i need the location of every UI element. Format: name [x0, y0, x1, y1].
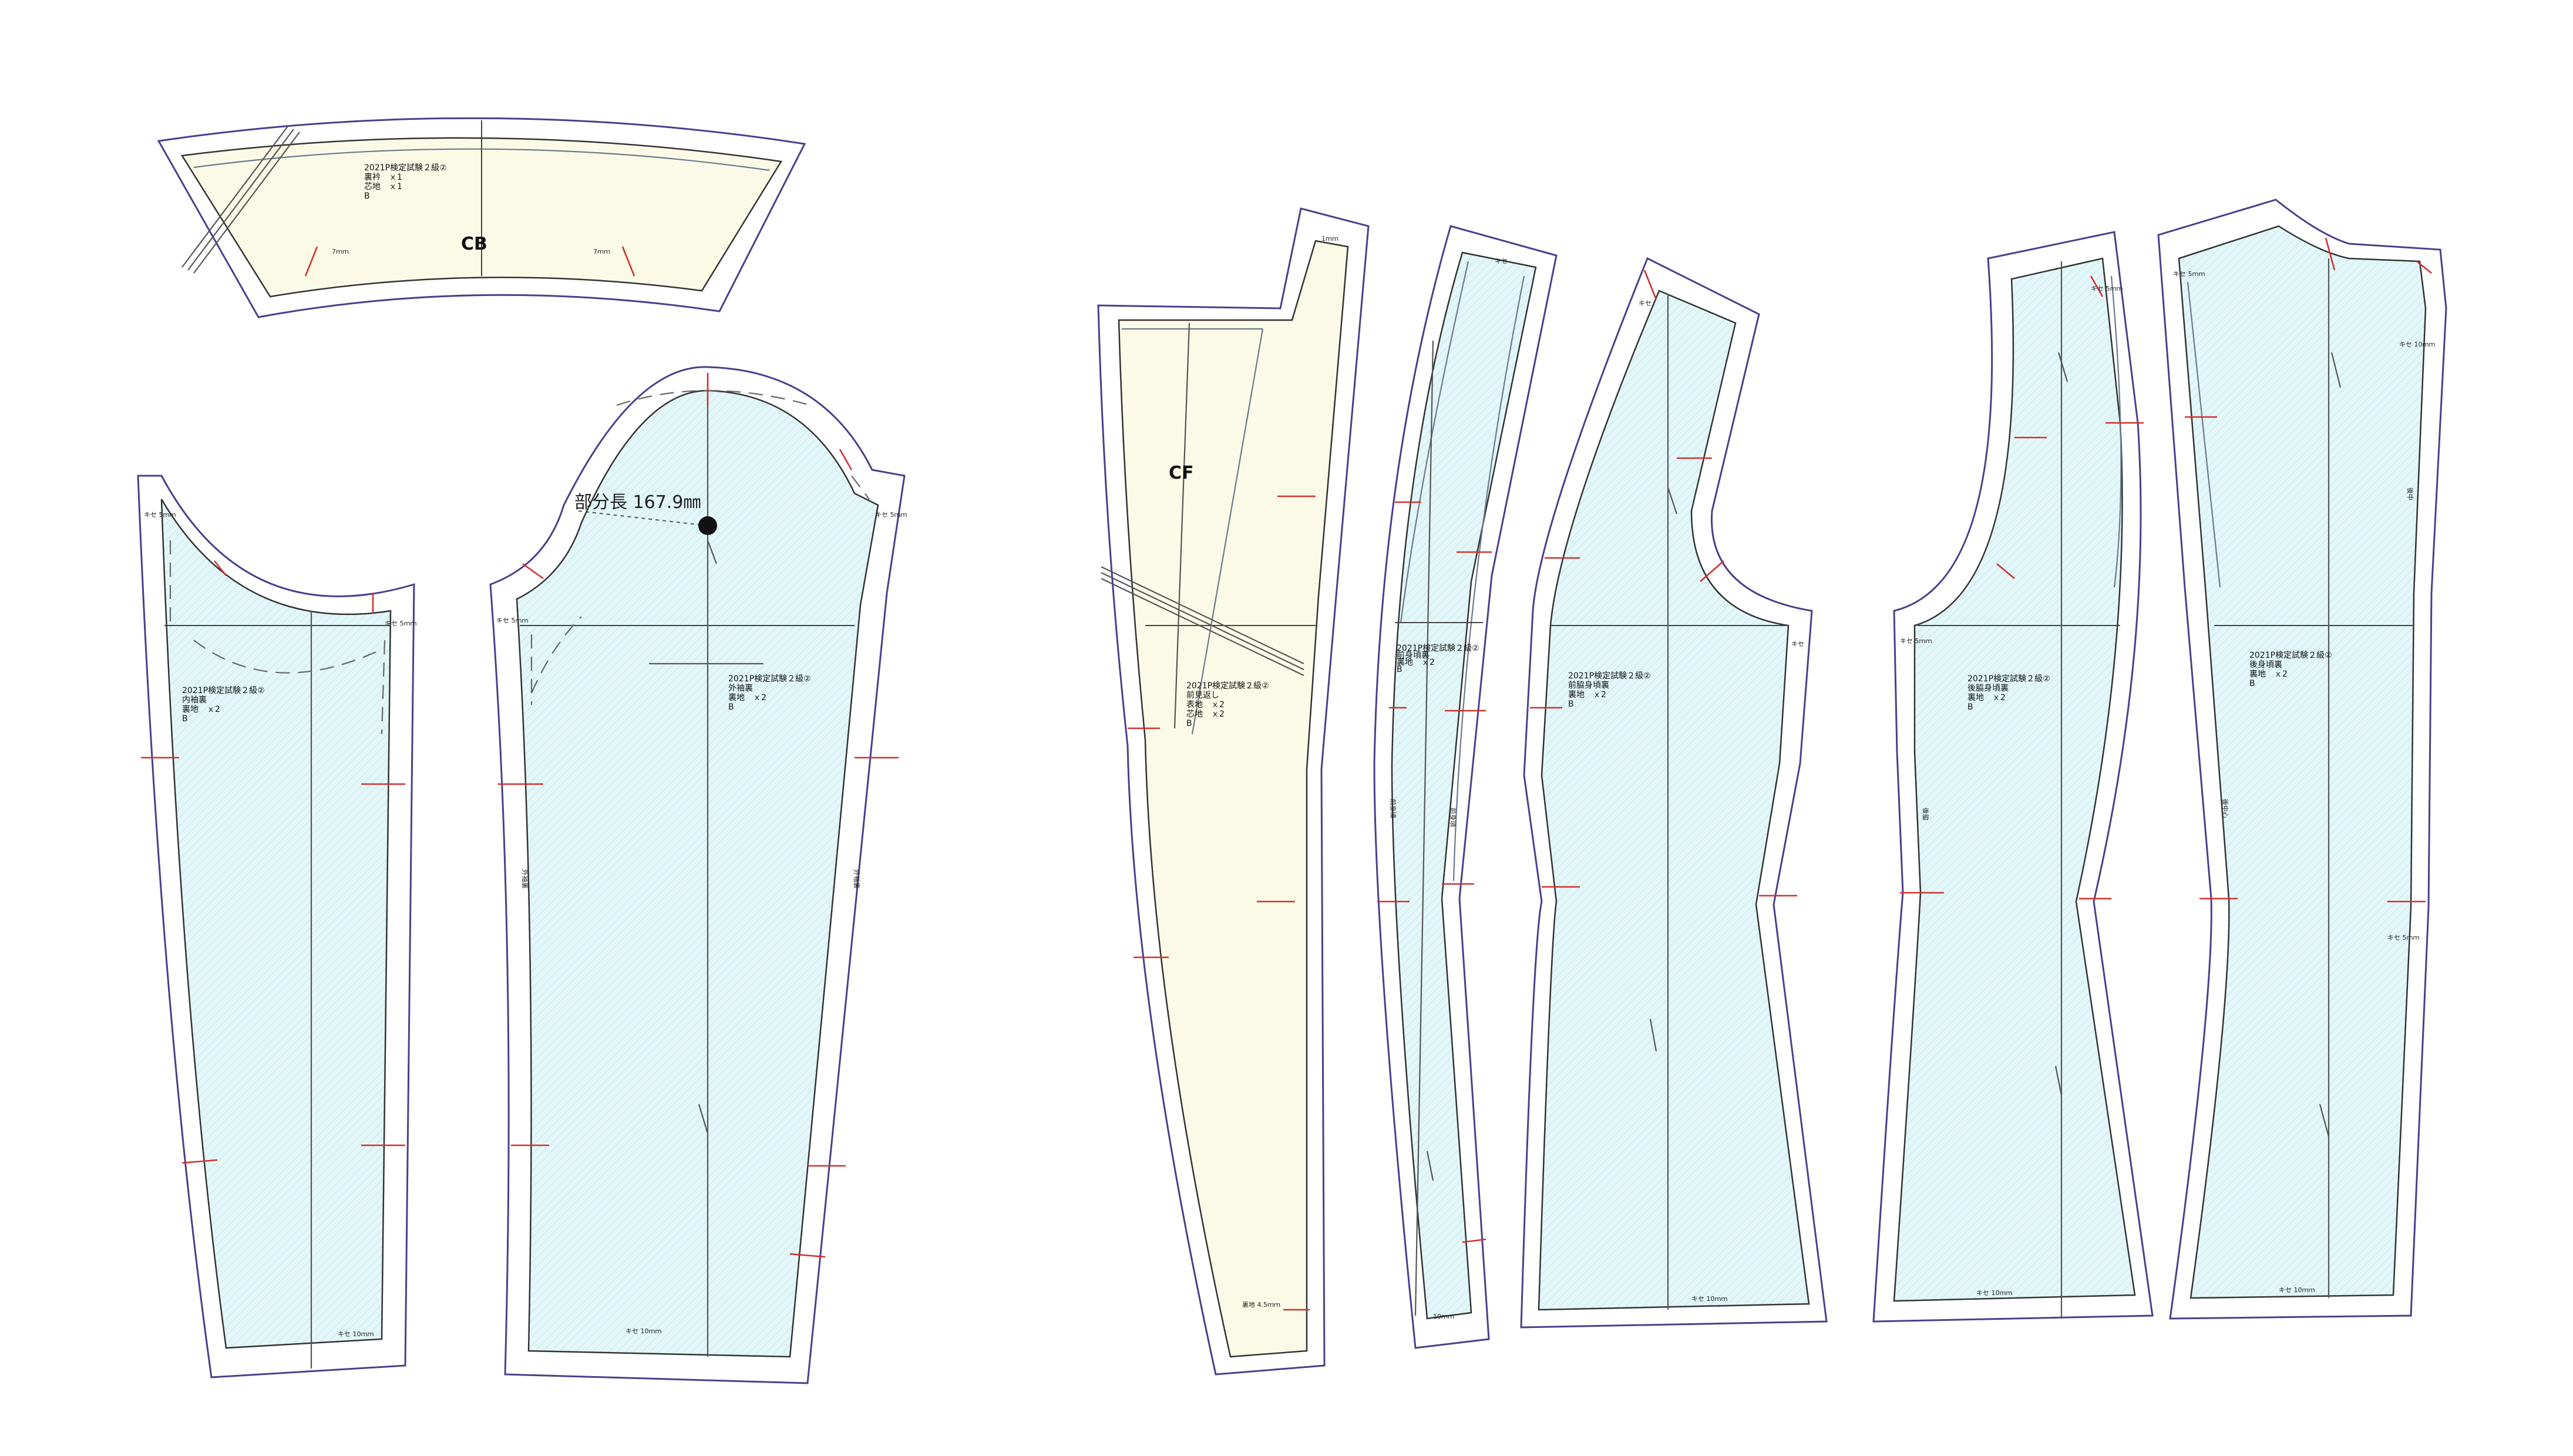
side-front-lining-label-4: B: [1568, 700, 1574, 709]
front-lining-label-2: 前身頃裏: [1397, 650, 1430, 660]
collar-piece[interactable]: 2021P検定試験２級② 裏衿 ｘ1 芯地 ｘ1 B CB 7ｍｍ 7ｍｍ: [157, 117, 806, 318]
back-lining-mark-right-mid: 後中: [2406, 487, 2414, 500]
side-back-lining-mark-top: キセ 5ｍｍ: [2091, 285, 2123, 292]
side-back-lining-mark-bottom: キセ 10ｍｍ: [1976, 1289, 2013, 1297]
back-lining-label-2: 後身頃裏: [2249, 660, 2282, 670]
front-lining-label-3: 裏地 ｘ2: [1397, 657, 1435, 667]
front-lining-side-left: 前身頃: [1389, 799, 1397, 818]
top-sleeve-mark-top-left: キセ 5ｍｍ: [496, 617, 529, 624]
front-lining-fill: [1391, 251, 1537, 1320]
under-sleeve-mark-top-left: キセ 5ｍｍ: [144, 511, 176, 519]
back-lining-fill: [2178, 225, 2427, 1299]
front-facing-label-3: 表地 ｘ2: [1186, 700, 1225, 709]
front-facing-top-mark: 1ｍｍ: [1321, 235, 1338, 243]
front-facing-label-4: 芯地 ｘ2: [1186, 709, 1225, 719]
under-sleeve-label-2: 内袖裏: [182, 695, 207, 705]
front-facing-label-2: 前見返し: [1186, 690, 1219, 700]
front-lining-mark-top: キセ: [1495, 257, 1508, 265]
front-facing-cf-mark: CF: [1169, 463, 1194, 483]
collar-label-2: 裏衿 ｘ1: [364, 172, 402, 182]
back-lining-mark-right-top: キセ 10ｍｍ: [2399, 341, 2436, 348]
side-front-lining-label-2: 前脇身頃裏: [1568, 680, 1609, 690]
front-facing-fill: [1118, 240, 1349, 1358]
measure-leader-line: [578, 510, 708, 526]
side-back-lining-label-2: 後脇身頃裏: [1967, 683, 2009, 693]
side-front-lining-label-1: 2021P検定試験２級②: [1568, 671, 1651, 681]
front-facing-label-1: 2021P検定試験２級②: [1186, 681, 1269, 691]
side-back-lining-side-left: 後脇: [1922, 808, 1930, 821]
back-lining-label-4: B: [2249, 679, 2255, 688]
collar-label-1: 2021P検定試験２級②: [364, 163, 447, 173]
side-back-lining-label-3: 裏地 ｘ2: [1967, 692, 2006, 702]
under-sleeve-fill: [160, 499, 392, 1349]
measure-label: 部分長 167.9㎜: [574, 492, 701, 513]
measure-point[interactable]: [698, 516, 717, 535]
top-sleeve-mark-bottom: キセ 10ｍｍ: [625, 1327, 662, 1335]
top-sleeve-label-2: 外袖裏: [728, 683, 753, 693]
collar-label-4: B: [364, 191, 370, 201]
under-sleeve-label-3: 裏地 ｘ2: [182, 704, 220, 714]
collar-side-mark-left: 7ｍｍ: [332, 248, 349, 255]
back-lining-mark-right-low: キセ 5ｍｍ: [2387, 934, 2420, 941]
top-sleeve-label-1: 2021P検定試験２級②: [728, 674, 811, 684]
front-lining-label-4: B: [1397, 665, 1402, 674]
collar-side-mark-right: 7ｍｍ: [593, 248, 610, 255]
top-sleeve-side-left: 外袖裏: [521, 869, 529, 889]
side-front-lining-label-3: 裏地 ｘ2: [1568, 690, 1606, 700]
front-lining-piece[interactable]: 2021P検定試験２級② 前身頃裏 裏地 ｘ2 B キセ 前身頃 前身頃 10ｍ…: [1373, 225, 1558, 1349]
side-back-lining-label-1: 2021P検定試験２級②: [1967, 674, 2050, 684]
side-front-lining-mark-bottom: キセ 10ｍｍ: [1691, 1295, 1728, 1303]
under-sleeve-mark-top-right: キセ 5ｍｍ: [385, 620, 417, 627]
top-sleeve-mark-top-right: キセ 5ｍｍ: [875, 511, 907, 519]
front-lining-side-right: 前身頃: [1449, 808, 1457, 827]
top-sleeve-side-right: 外袖裏: [853, 869, 861, 889]
top-sleeve-label-4: B: [728, 702, 734, 712]
front-facing-bottom-mark: 裏地 4.5ｍｍ: [1242, 1300, 1280, 1309]
back-lining-mark-bottom: キセ 10ｍｍ: [2279, 1286, 2315, 1294]
side-front-lining-mark-right: キセ: [1791, 640, 1804, 648]
side-front-lining-fill: [1538, 290, 1810, 1311]
back-lining-piece[interactable]: 2021P検定試験２級② 後身頃裏 裏地 ｘ2 B キセ 5ｍｍ キセ 10ｍｍ…: [2157, 199, 2447, 1320]
side-back-lining-piece[interactable]: 2021P検定試験２級② 後脇身頃裏 裏地 ｘ2 B キセ 5ｍｍ キセ 5ｍｍ…: [1872, 231, 2154, 1323]
back-lining-side-left: 後中心: [2221, 799, 2229, 818]
top-sleeve-piece[interactable]: 2021P検定試験２級② 外袖裏 裏地 ｘ2 B キセ 5ｍｍ キセ 5ｍｍ キ…: [489, 366, 907, 1384]
back-lining-label-1: 2021P検定試験２級②: [2249, 651, 2332, 660]
side-back-lining-label-4: B: [1967, 702, 1973, 712]
front-lining-mark-bottom: 10ｍｍ: [1433, 1313, 1454, 1320]
back-lining-label-3: 裏地 ｘ2: [2249, 669, 2288, 679]
side-back-lining-mark-left: キセ 5ｍｍ: [1900, 637, 1932, 645]
side-back-lining-fill: [1893, 257, 2136, 1302]
top-sleeve-fill: [516, 389, 879, 1358]
top-sleeve-label-3: 裏地 ｘ2: [728, 692, 766, 702]
front-lining-label-1: 2021P検定試験２級②: [1397, 644, 1479, 653]
under-sleeve-label-1: 2021P検定試験２級②: [182, 686, 265, 695]
side-front-lining-piece[interactable]: 2021P検定試験２級② 前脇身頃裏 裏地 ｘ2 B キセ キセ キセ 10ｍｍ: [1520, 257, 1828, 1329]
front-facing-label-5: B: [1186, 719, 1192, 728]
front-facing-piece[interactable]: CF 2021P検定試験２級② 前見返し 表地 ｘ2 芯地 ｘ2 B 裏地 4.…: [1097, 207, 1370, 1376]
collar-center-back-mark: CB: [461, 234, 487, 254]
under-sleeve-mark-bottom: キセ 10ｍｍ: [338, 1330, 374, 1338]
under-sleeve-label-4: B: [182, 714, 188, 724]
back-lining-mark-top: キセ 5ｍｍ: [2173, 270, 2205, 278]
collar-label-3: 芯地 ｘ1: [364, 182, 402, 191]
under-sleeve-piece[interactable]: 2021P検定試験２級② 内袖裏 裏地 ｘ2 B キセ 5ｍｍ キセ 5ｍｍ キ…: [137, 475, 417, 1378]
side-front-lining-mark-top: キセ: [1639, 300, 1652, 307]
